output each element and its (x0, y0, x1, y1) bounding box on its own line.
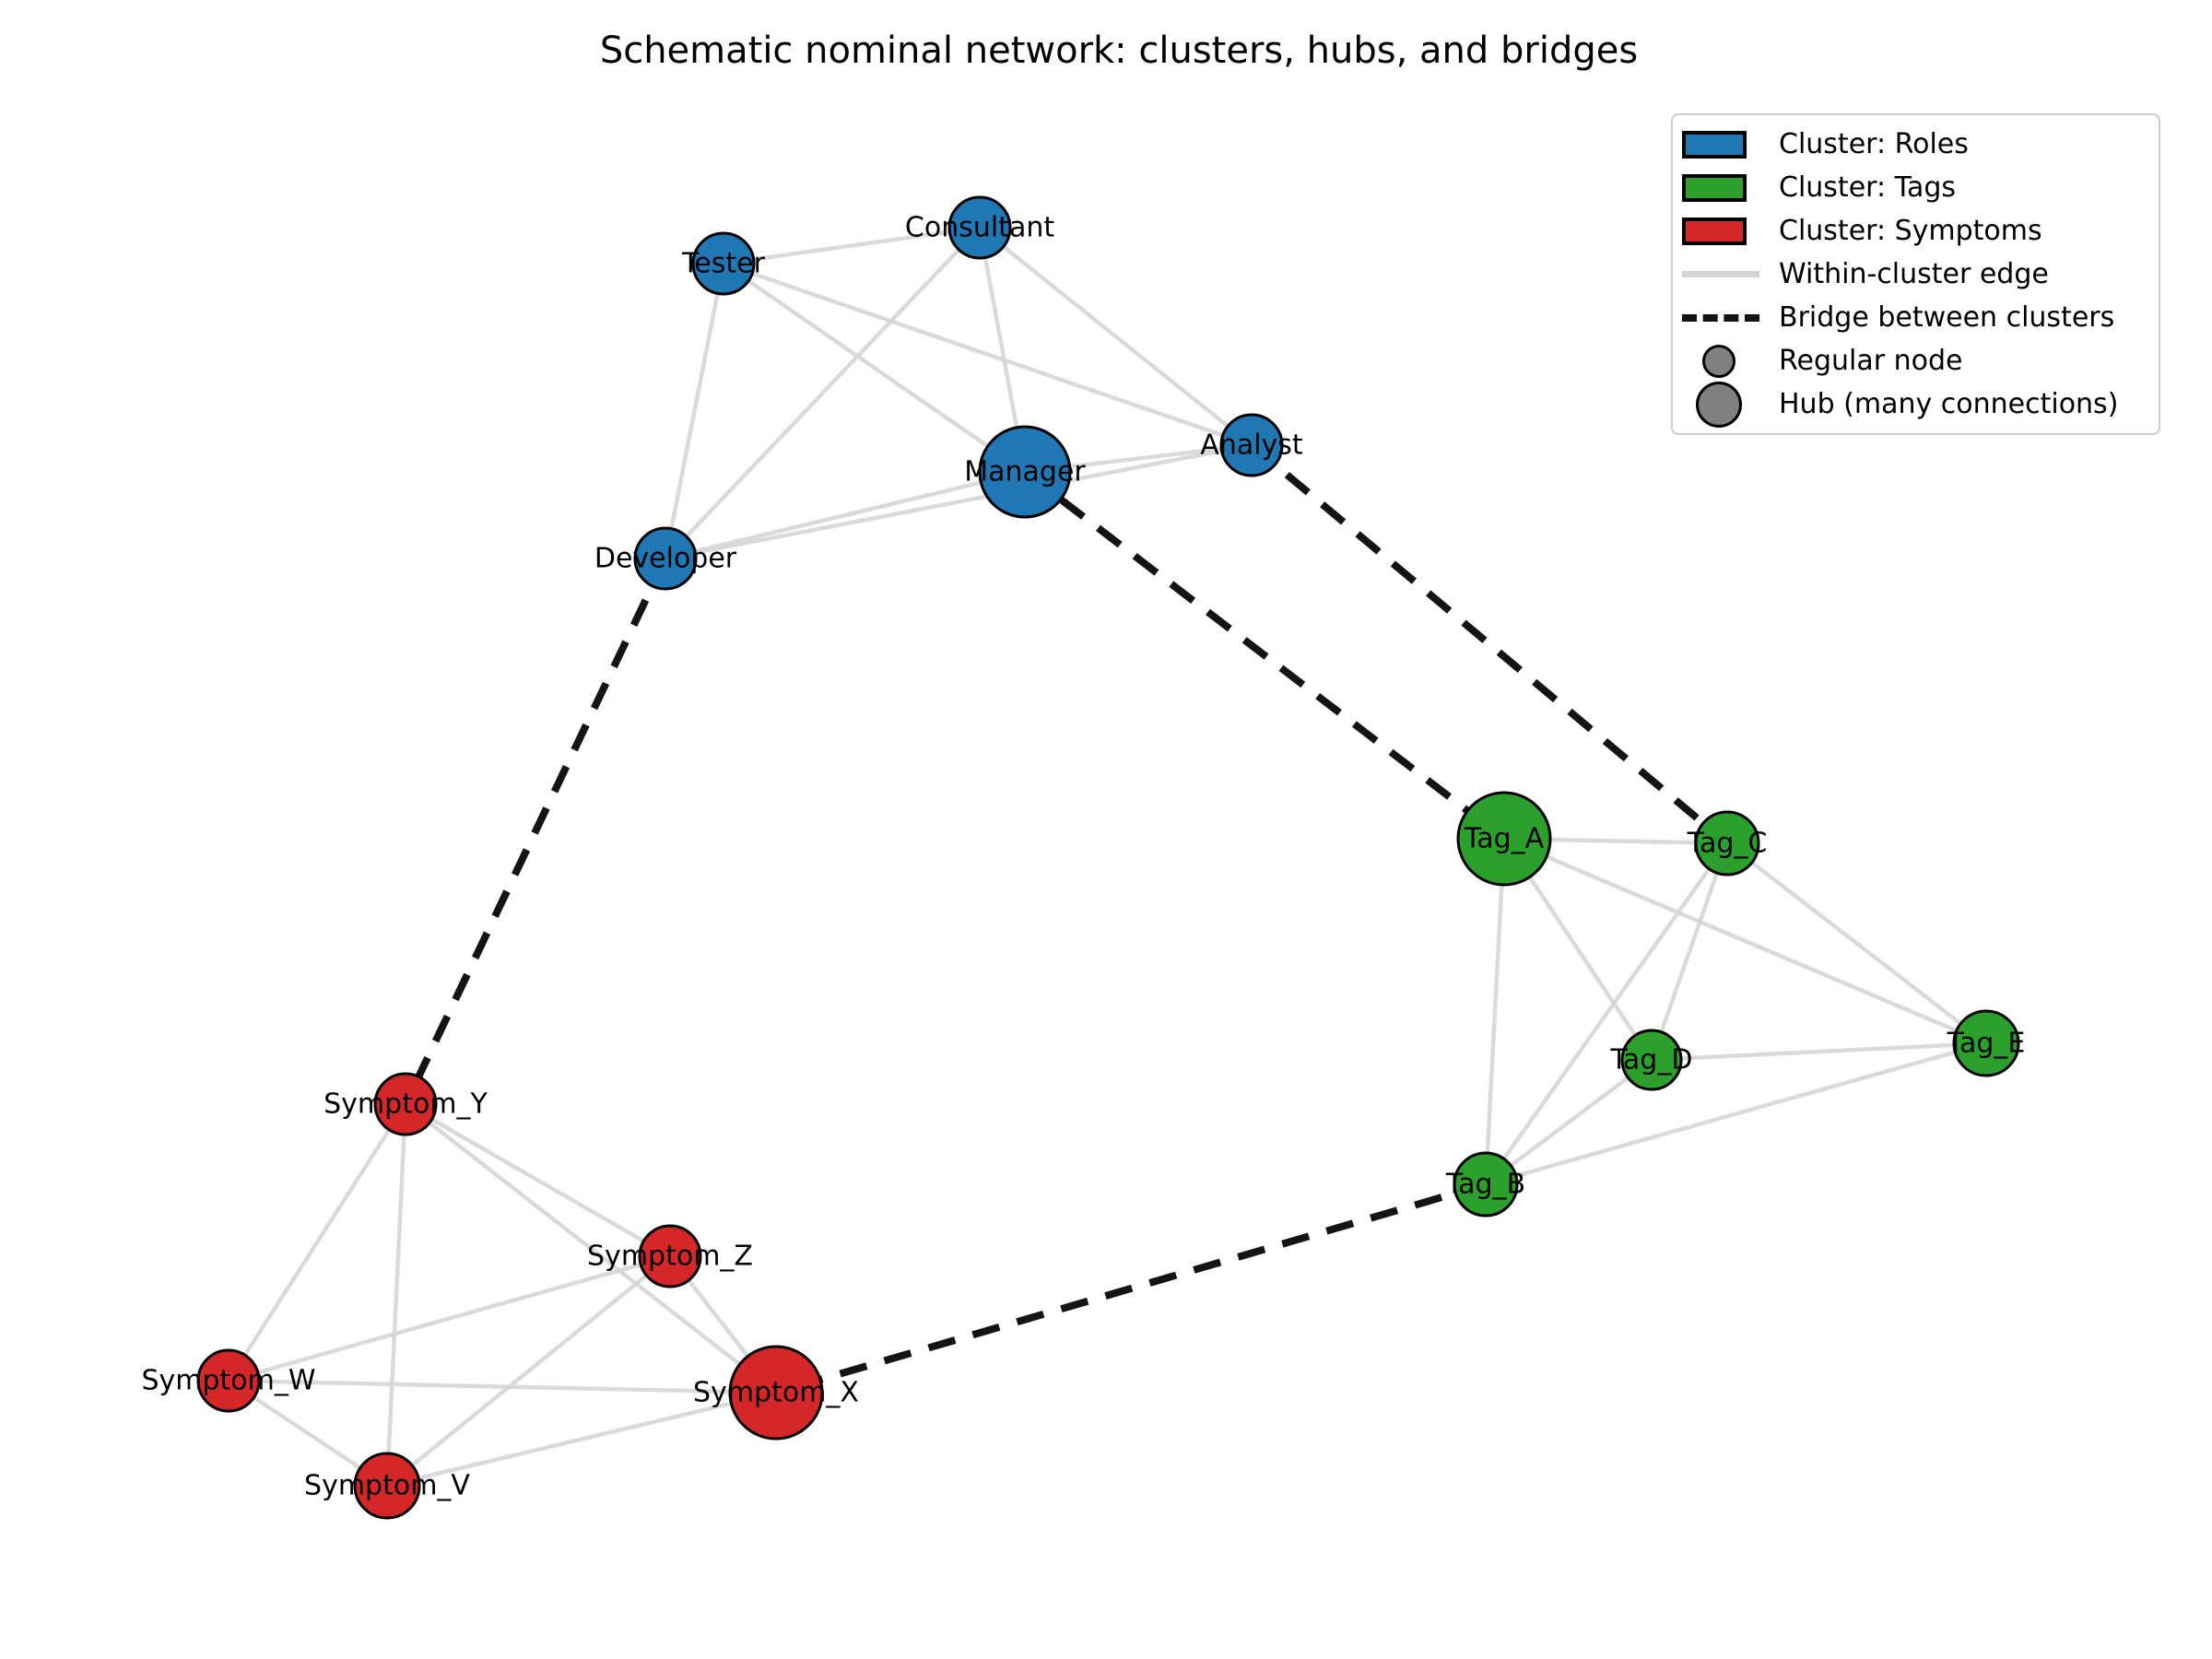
legend: Cluster: Roles Cluster: Tags Cluster: Sy… (1671, 113, 2160, 435)
legend-row-cluster-roles: Cluster: Roles (1682, 123, 2149, 166)
node-Tag_B (1453, 1151, 1519, 1218)
node-Tester (691, 231, 756, 296)
page-title: Schematic nominal network: clusters, hub… (599, 29, 1639, 72)
node-Tag_D (1620, 1029, 1683, 1091)
node-label-Tag_D: Tag_D (1610, 1044, 1693, 1077)
node-label-Manager: Manager (964, 456, 1086, 488)
within-edge-Analyst-Developer (665, 442, 1253, 561)
within-edge-Tester-Consultant (723, 225, 981, 266)
node-label-Tag_B: Tag_B (1445, 1169, 1525, 1201)
legend-label: Regular node (1779, 345, 1963, 377)
within-edge-Symptom_W-Symptom_X (228, 1378, 777, 1395)
legend-label: Within-cluster edge (1779, 258, 2049, 290)
node-label-Symptom_Y: Symptom_Y (324, 1088, 488, 1121)
legend-row-cluster-tags: Cluster: Tags (1682, 166, 2149, 209)
node-Developer (633, 526, 698, 591)
symptoms-color-swatch (1682, 217, 1747, 245)
within-edge-Tester-Analyst (723, 261, 1253, 448)
legend-row-bridge-edge: Bridge between clusters (1682, 296, 2149, 339)
node-label-Tag_C: Tag_C (1687, 828, 1768, 860)
bridge-edge-Manager-Tag_A (1022, 468, 1507, 842)
within-edge-Tester-Manager (722, 262, 1027, 474)
node-Symptom_Y (373, 1072, 438, 1136)
legend-label: Bridge between clusters (1779, 301, 2115, 334)
within-edge-Tag_A-Tag_E (1503, 836, 1987, 1046)
within-edge-Tag_C-Tag_E (1725, 841, 1988, 1045)
within-edge-Tag_B-Tag_C (1484, 841, 1729, 1186)
node-Symptom_Z (638, 1224, 702, 1288)
node-Symptom_V (353, 1452, 421, 1520)
node-Analyst (1219, 413, 1284, 477)
within-edge-Manager-Developer (665, 469, 1026, 561)
legend-label: Cluster: Tags (1779, 171, 1957, 204)
legend-row-within-edge: Within-cluster edge (1682, 253, 2149, 296)
node-label-Tag_A: Tag_A (1464, 823, 1545, 855)
hub-node-marker-icon (1696, 381, 1742, 428)
within-edge-Consultant-Analyst (978, 226, 1253, 447)
bridge-edge-Tag_B-Symptom_X (774, 1181, 1488, 1396)
within-edge-Consultant-Developer (664, 226, 982, 560)
within-edge-Symptom_V-Symptom_X (386, 1390, 777, 1488)
within-edge-Tag_D-Tag_E (1651, 1041, 1987, 1063)
node-Manager-hub (978, 425, 1072, 519)
regular-node-marker-icon (1702, 344, 1735, 378)
legend-row-regular-node: Regular node (1682, 339, 2149, 382)
node-Symptom_X-hub (728, 1345, 824, 1441)
node-label-Symptom_X: Symptom_X (693, 1377, 859, 1409)
roles-color-swatch (1682, 130, 1747, 159)
node-Tag_C (1694, 810, 1760, 877)
within-edge-Tester-Developer (663, 263, 726, 559)
node-Symptom_W (196, 1348, 261, 1413)
node-label-Developer: Developer (594, 543, 737, 575)
legend-row-hub-node: Hub (many connections) (1682, 381, 2149, 428)
within-edge-Symptom_V-Symptom_Z (385, 1254, 672, 1488)
node-label-Symptom_V: Symptom_V (304, 1470, 470, 1502)
within-edge-Tag_A-Tag_B (1483, 838, 1507, 1185)
within-edge-Symptom_X-Symptom_Y (404, 1102, 778, 1394)
node-label-Consultant: Consultant (905, 212, 1054, 244)
within-edge-Tag_B-Tag_D (1484, 1058, 1653, 1186)
node-label-Tag_E: Tag_E (1947, 1028, 2026, 1060)
node-label-Symptom_Z: Symptom_Z (587, 1241, 753, 1273)
node-Tag_E (1952, 1009, 2020, 1077)
within-edge-Tag_B-Tag_E (1485, 1041, 1987, 1187)
node-label-Analyst: Analyst (1200, 429, 1303, 462)
node-label-Symptom_W: Symptom_W (141, 1365, 315, 1397)
legend-label: Hub (many connections) (1779, 388, 2119, 420)
tags-color-swatch (1682, 173, 1747, 202)
legend-row-cluster-symptoms: Cluster: Symptoms (1682, 209, 2149, 253)
within-edge-Tag_C-Tag_D (1649, 842, 1730, 1061)
node-label-Tester: Tester (681, 248, 766, 280)
within-cluster-edge-sample-icon (1682, 271, 1759, 277)
legend-label: Cluster: Roles (1779, 128, 1969, 160)
within-edge-Symptom_W-Symptom_Y (227, 1102, 407, 1382)
legend-label: Cluster: Symptoms (1779, 215, 2042, 247)
node-Consultant (947, 195, 1012, 260)
node-Tag_A-hub (1456, 791, 1552, 887)
within-edge-Symptom_W-Symptom_Z (228, 1253, 671, 1383)
bridge-edge-Developer-Symptom_Y (402, 557, 669, 1106)
within-edge-Symptom_V-Symptom_Y (384, 1103, 408, 1487)
within-edge-Symptom_Y-Symptom_Z (404, 1102, 672, 1258)
bridge-edge-Analyst-Tag_C (1249, 441, 1730, 847)
bridge-edge-sample-icon (1682, 313, 1759, 322)
